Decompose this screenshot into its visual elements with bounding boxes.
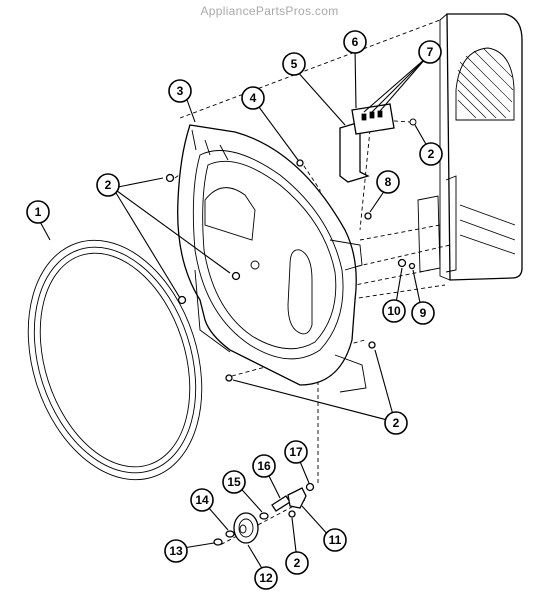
callout-15: 15 bbox=[222, 470, 246, 494]
callout-label: 2 bbox=[428, 147, 435, 161]
door-seal-ring bbox=[27, 239, 203, 481]
callout-label: 16 bbox=[257, 459, 271, 473]
callout-4: 4 bbox=[241, 86, 265, 110]
callout-label: 14 bbox=[195, 493, 209, 507]
callout-label: 8 bbox=[385, 175, 392, 189]
callout-1: 1 bbox=[26, 200, 50, 224]
callout-label: 9 bbox=[420, 306, 427, 320]
callout-7: 7 bbox=[418, 40, 442, 64]
callout-9: 9 bbox=[411, 301, 435, 325]
callout-label: 6 bbox=[352, 35, 359, 49]
watermark: AppliancePartsPros.com bbox=[200, 4, 339, 18]
callout-label: 4 bbox=[250, 91, 257, 105]
callout-label: 11 bbox=[329, 533, 342, 547]
sensor-bracket bbox=[339, 103, 417, 183]
callout-16: 16 bbox=[252, 454, 276, 478]
cabinet-panel bbox=[417, 13, 523, 281]
callout-label: 2 bbox=[393, 416, 400, 430]
callout-2-left: 2 bbox=[96, 173, 120, 197]
callout-2-right: 2 bbox=[419, 142, 443, 166]
callout-3: 3 bbox=[168, 79, 192, 103]
callout-label: 10 bbox=[387, 304, 401, 318]
callout-label: 1 bbox=[35, 205, 42, 219]
callout-13: 13 bbox=[164, 539, 188, 563]
callout-label: 13 bbox=[169, 544, 183, 558]
callout-2-roller: 2 bbox=[285, 551, 309, 575]
fasteners bbox=[165, 159, 416, 518]
callout-label: 15 bbox=[227, 475, 241, 489]
vent-grille bbox=[455, 47, 515, 121]
callout-label: 17 bbox=[289, 445, 303, 459]
roller-assembly bbox=[213, 482, 315, 546]
callout-5: 5 bbox=[282, 52, 306, 76]
callout-label: 2 bbox=[105, 178, 112, 192]
callout-label: 3 bbox=[177, 84, 184, 98]
callout-label: 12 bbox=[259, 571, 273, 585]
callout-12: 12 bbox=[254, 566, 278, 590]
callout-6: 6 bbox=[343, 30, 367, 54]
callout-11: 11 bbox=[323, 528, 347, 552]
callout-14: 14 bbox=[190, 488, 214, 512]
callout-label: 2 bbox=[294, 556, 301, 570]
front-bulkhead bbox=[177, 124, 367, 393]
callout-label: 5 bbox=[291, 57, 298, 71]
callout-2-bottom: 2 bbox=[384, 411, 408, 435]
callout-label: 7 bbox=[427, 45, 434, 59]
callout-17: 17 bbox=[284, 440, 308, 464]
callout-10: 10 bbox=[382, 299, 406, 323]
callout-8: 8 bbox=[376, 170, 400, 194]
